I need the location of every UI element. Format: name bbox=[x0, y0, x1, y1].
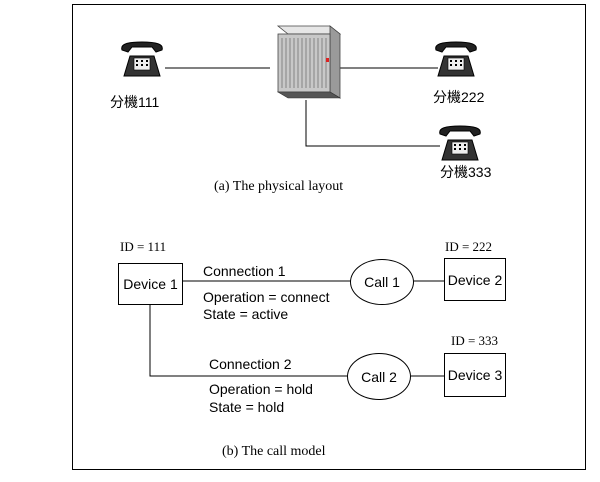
connection-1-title: Connection 1 bbox=[203, 263, 286, 279]
connection-2-title: Connection 2 bbox=[209, 356, 292, 372]
device3-id-label: ID = 333 bbox=[451, 333, 499, 348]
connection-1-state: State = active bbox=[203, 306, 289, 322]
device1-id-label: ID = 111 bbox=[120, 239, 167, 254]
call-1-node: Call 1 bbox=[350, 259, 414, 305]
call-model-caption: (b) The call model bbox=[222, 444, 326, 459]
line-pbx-phone333 bbox=[305, 100, 440, 147]
device2-id-label: ID = 222 bbox=[445, 239, 493, 254]
connection-2-state: State = hold bbox=[209, 399, 285, 415]
extension-333-label: 分機333 bbox=[440, 164, 492, 180]
call-1-label: Call 1 bbox=[364, 274, 400, 290]
device-3-box: Device 3 bbox=[444, 353, 506, 397]
line-device1-call2 bbox=[149, 305, 349, 377]
call-2-node: Call 2 bbox=[347, 353, 411, 400]
extension-222-label: 分機222 bbox=[433, 89, 485, 105]
connection-1-operation: Operation = connect bbox=[203, 289, 330, 305]
physical-layout-caption: (a) The physical layout bbox=[214, 179, 344, 194]
device-1-label: Device 1 bbox=[123, 276, 178, 292]
device-2-box: Device 2 bbox=[444, 258, 506, 301]
device-1-box: Device 1 bbox=[118, 263, 183, 305]
connection-2-operation: Operation = hold bbox=[209, 381, 313, 397]
extension-111-label: 分機111 bbox=[110, 94, 160, 110]
device-2-label: Device 2 bbox=[447, 271, 503, 288]
call-2-label: Call 2 bbox=[361, 368, 397, 385]
device-3-label: Device 3 bbox=[447, 367, 503, 383]
